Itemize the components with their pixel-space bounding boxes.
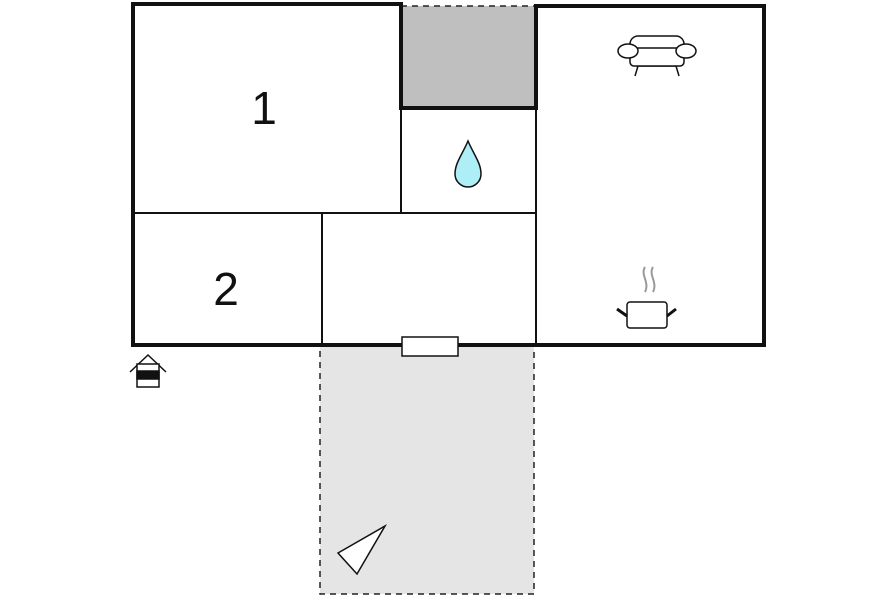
water-drop-icon bbox=[454, 139, 482, 188]
cooking-pot-icon bbox=[616, 266, 677, 329]
interior-walls bbox=[133, 108, 537, 345]
exterior-walls bbox=[131, 2, 766, 347]
house-entrance-icon bbox=[129, 353, 167, 388]
door bbox=[401, 336, 459, 357]
room-label-1: 1 bbox=[251, 82, 277, 134]
room-label-2: 2 bbox=[213, 263, 239, 315]
sun-lounger-icon bbox=[336, 523, 388, 576]
storage-area bbox=[401, 6, 536, 108]
sofa-icon bbox=[617, 35, 697, 77]
